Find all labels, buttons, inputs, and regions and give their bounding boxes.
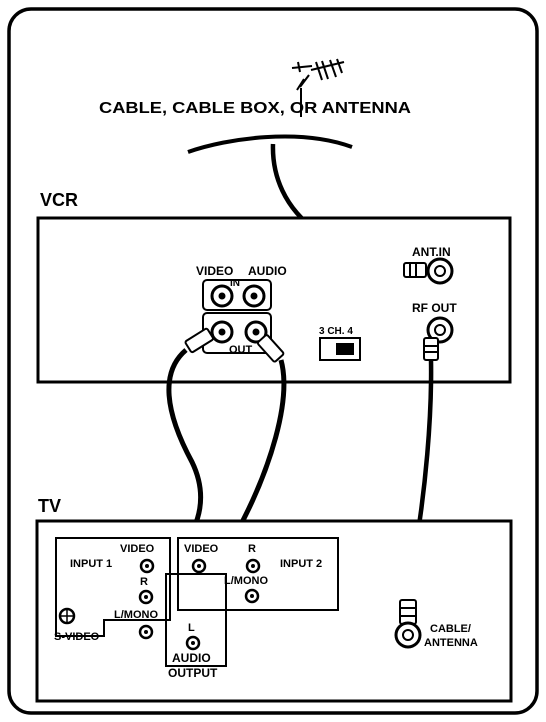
tv-audio-label: AUDIO — [172, 651, 211, 665]
vcr-in-label: IN — [230, 278, 240, 289]
tv-svideo-label: S-VIDEO — [54, 631, 100, 643]
vcr-in-jack-group — [202, 279, 272, 311]
vcr-rf-out-label: RF OUT — [412, 301, 457, 315]
audio-out-plug — [256, 334, 285, 363]
tv-l-label: L — [188, 622, 195, 634]
tv-audio-output-l-jack — [185, 635, 201, 651]
incoming-cable — [187, 134, 353, 154]
vcr-ant-in-label: ANT.IN — [412, 245, 451, 259]
tv-lmono-label-1: L/MONO — [114, 609, 158, 621]
tv-input2-label: INPUT 2 — [280, 558, 322, 570]
tv-title: TV — [38, 496, 61, 516]
tv-input1-video-jack — [139, 558, 155, 574]
audio-output-panel — [165, 573, 227, 667]
vcr-audio-in-jack — [242, 284, 266, 308]
svideo-jack-icon — [58, 607, 76, 625]
video-out-plug — [184, 327, 214, 354]
vcr-audio-label: AUDIO — [248, 264, 287, 278]
channel-switch-label: 3 CH. 4 — [319, 326, 353, 337]
tv-cable-label-1: CABLE/ — [430, 623, 471, 635]
tv-input1-label: INPUT 1 — [70, 558, 112, 570]
vcr-out-label: OUT — [229, 344, 253, 356]
tv-input2-r-jack — [245, 558, 261, 574]
tv-r-label-1: R — [140, 576, 148, 588]
source-label: CABLE, CABLE BOX, OR ANTENNA — [99, 100, 412, 117]
vcr-video-label: VIDEO — [196, 264, 233, 278]
vcr-rf-out-jack — [426, 316, 454, 344]
tv-antenna-connector — [399, 599, 417, 625]
tv-input1-lmono-jack — [138, 624, 154, 640]
tv-video-label-2: VIDEO — [184, 543, 219, 555]
channel-switch-knob — [336, 343, 354, 355]
vcr-title: VCR — [40, 190, 78, 210]
tv-output-label: OUTPUT — [168, 666, 218, 680]
tv-input1-r-jack — [138, 589, 154, 605]
tv-cable-label-2: ANTENNA — [424, 637, 478, 649]
tv-r-label-2: R — [248, 543, 256, 555]
tv-lmono-label-2: L/MONO — [224, 575, 268, 587]
input1-panel — [55, 537, 171, 637]
tv-input2-video-jack — [191, 558, 207, 574]
vcr-video-in-jack — [210, 284, 234, 308]
vcr-video-out-jack — [210, 320, 234, 344]
vcr-ant-in-jack — [426, 257, 454, 285]
antenna-icon — [291, 58, 345, 117]
tv-antenna-jack — [394, 621, 422, 649]
tv-input2-lmono-jack — [244, 588, 260, 604]
vcr-audio-out-jack — [244, 320, 268, 344]
tv-video-label-1: VIDEO — [120, 543, 155, 555]
rf-out-connector — [423, 337, 439, 361]
ant-in-connector — [403, 262, 427, 278]
